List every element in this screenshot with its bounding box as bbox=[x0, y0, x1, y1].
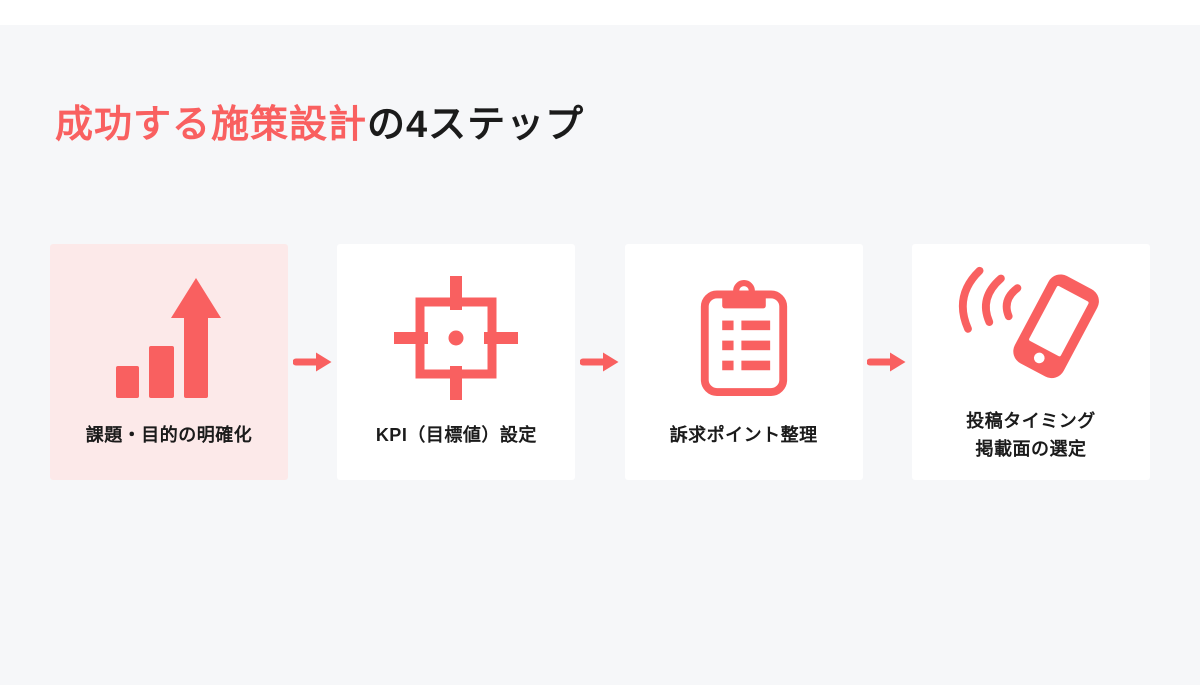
step-label: 課題・目的の明確化 bbox=[85, 425, 253, 445]
title-highlight: 成功する施策設計 bbox=[55, 104, 368, 146]
clipboard-list-icon bbox=[696, 275, 792, 401]
step-label: 投稿タイミング 掲載面の選定 bbox=[966, 411, 1096, 459]
step-card-1: 課題・目的の明確化 bbox=[50, 244, 288, 480]
title-rest: の4ステップ bbox=[367, 104, 585, 146]
smartphone-signal-icon bbox=[956, 261, 1106, 387]
bar-chart-growth-icon bbox=[116, 275, 222, 401]
steps-row: 課題・目的の明確化 KPI（目標値）設定 bbox=[50, 244, 1150, 480]
right-arrow-icon bbox=[288, 244, 337, 480]
right-arrow-icon bbox=[863, 244, 912, 480]
step-card-4: 投稿タイミング 掲載面の選定 bbox=[911, 244, 1150, 480]
right-arrow-icon bbox=[575, 244, 624, 480]
target-crosshair-icon bbox=[394, 275, 519, 401]
step-card-2: KPI（目標値）設定 bbox=[337, 244, 576, 480]
step-label: 訴求ポイント整理 bbox=[669, 425, 818, 445]
page-title: 成功する施策設計の4ステップ bbox=[55, 93, 584, 148]
step-card-3: 訴求ポイント整理 bbox=[624, 244, 863, 480]
step-label: KPI（目標値）設定 bbox=[375, 425, 537, 445]
